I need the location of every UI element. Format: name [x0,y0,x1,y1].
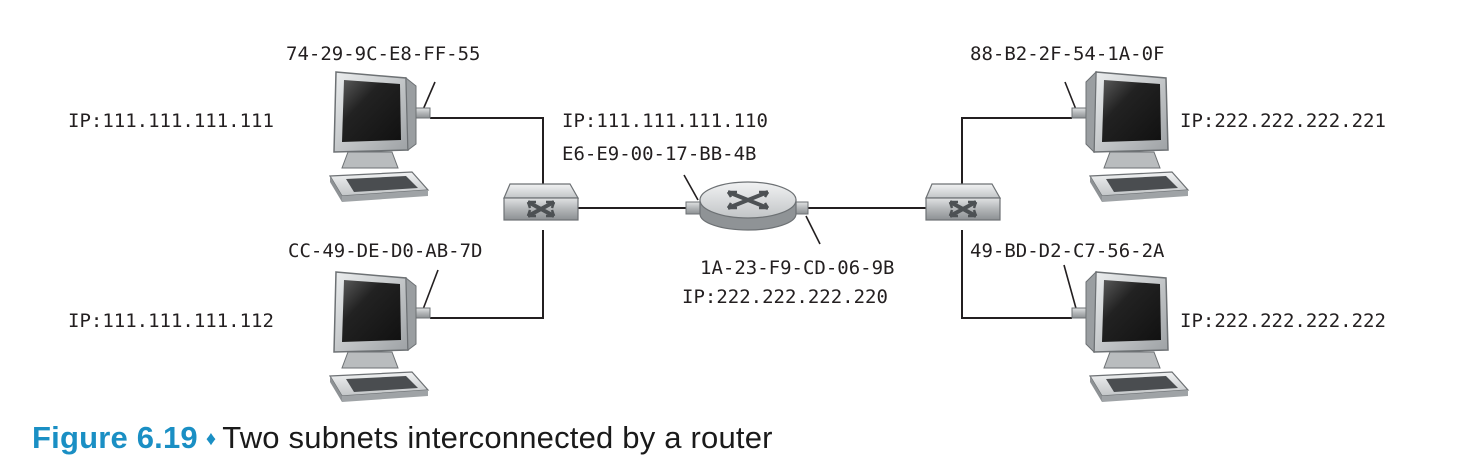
host1-mac-label: 74-29-9C-E8-FF-55 [286,43,480,65]
computer-icon [1071,271,1189,403]
figure-caption: Figure 6.19 ♦Two subnets interconnected b… [32,420,773,456]
right-wires [808,117,1072,319]
switch-icon [502,182,580,222]
figure-number: Figure 6.19 [32,420,198,455]
host4-ip-label: IP:222.222.222.222 [1180,310,1386,332]
caption-separator: ♦ [205,428,217,450]
router-left-mac-label: E6-E9-00-17-BB-4B [562,143,756,165]
switch-icon [924,182,1002,222]
wire-switch-host3 [961,117,1072,190]
wire-host1-switch [430,117,544,190]
pointer-host4-mac [1063,264,1078,313]
host3-ip-label: IP:222.222.222.221 [1180,110,1386,132]
router-icon [685,181,809,231]
host4-mac-label: 49-BD-D2-C7-56-2A [970,240,1165,262]
computer-icon [1071,71,1189,203]
router-right-mac-label: 1A-23-F9-CD-06-9B [700,257,894,279]
caption-text: Two subnets interconnected by a router [222,420,773,455]
computer-icon [329,271,431,403]
host3-mac-label: 88-B2-2F-54-1A-0F [970,43,1164,65]
wire-switch-host4 [961,230,1072,319]
pointer-router-right-mac [805,215,821,245]
pointer-host3-mac [1064,81,1078,113]
computer-icon [329,71,431,203]
pointer-router-left-mac [683,174,699,201]
host1-ip-label: IP:111.111.111.111 [68,110,274,132]
host2-ip-label: IP:111.111.111.112 [68,310,274,332]
left-wires [430,117,690,319]
router-right-ip-label: IP:222.222.222.220 [682,286,888,308]
host2-mac-label: CC-49-DE-D0-AB-7D [288,240,482,262]
pointer-host2-mac [421,269,439,313]
wire-host2-switch [430,230,544,319]
pointer-host1-mac [421,81,436,113]
router-left-ip-label: IP:111.111.111.110 [562,110,768,132]
